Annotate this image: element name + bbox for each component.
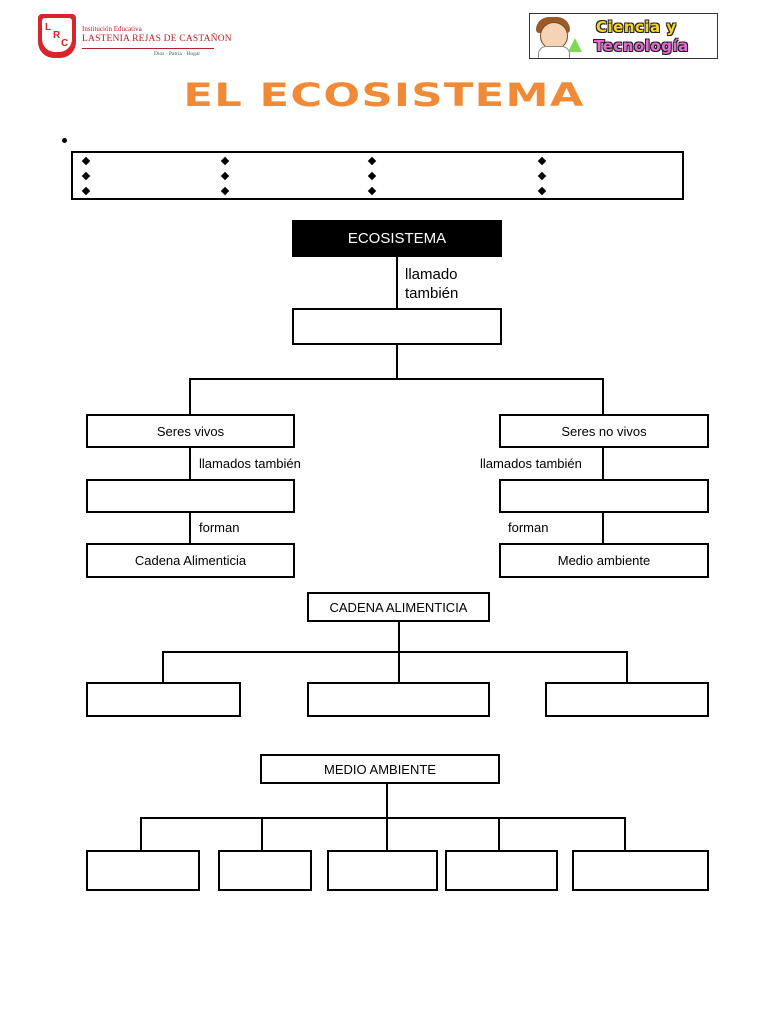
- course-banner: Ciencia y Tecnología: [529, 13, 718, 59]
- diamond-bullet-icon: [81, 156, 91, 166]
- root-connector-line1: llamado: [405, 266, 458, 283]
- connector-line: [162, 651, 164, 683]
- institution-divider: [82, 48, 214, 49]
- connector-line: [189, 448, 191, 480]
- connector-line: [261, 817, 263, 851]
- word-bank-box: [71, 151, 684, 200]
- blank-answer-box[interactable]: [572, 850, 709, 891]
- branch-line: [140, 817, 626, 819]
- blank-answer-box[interactable]: [499, 479, 709, 513]
- blank-answer-box[interactable]: [292, 308, 502, 345]
- root-connector-line2: también: [405, 285, 459, 302]
- connector-line: [602, 378, 604, 414]
- diamond-bullet-icon: [367, 186, 377, 196]
- school-crest-icon: L R C: [38, 14, 76, 58]
- left-connector-label-2: forman: [199, 520, 240, 535]
- connector-line: [498, 817, 500, 851]
- crest-letter-r: R: [53, 30, 61, 41]
- right-connector-label-2: forman: [508, 520, 549, 535]
- blank-answer-box[interactable]: [545, 682, 709, 717]
- diamond-bullet-icon: [537, 171, 547, 181]
- connector-line: [396, 345, 398, 379]
- diamond-bullet-icon: [81, 186, 91, 196]
- branch-line: [162, 651, 628, 653]
- institution-type: Institución Educativa: [82, 25, 142, 33]
- diamond-bullet-icon: [220, 156, 230, 166]
- connector-line: [396, 257, 398, 309]
- diamond-bullet-icon: [537, 186, 547, 196]
- course-title-line1: Ciencia y: [596, 18, 677, 36]
- flask-icon: [568, 38, 582, 52]
- crest-letter-c: C: [61, 38, 69, 49]
- connector-line: [189, 513, 191, 544]
- cadena-alimenticia-title-node: CADENA ALIMENTICIA: [307, 592, 490, 622]
- medio-ambiente-title-node: MEDIO AMBIENTE: [260, 754, 500, 784]
- blank-answer-box[interactable]: [327, 850, 438, 891]
- diamond-bullet-icon: [220, 186, 230, 196]
- bullet-dot-icon: [62, 138, 67, 143]
- connector-line: [189, 378, 191, 414]
- connector-line: [624, 817, 626, 851]
- right-connector-label-1: llamados también: [480, 456, 582, 471]
- institution-motto: Dios · Patria · Hogar: [154, 51, 201, 57]
- seres-vivos-node: Seres vivos: [86, 414, 295, 448]
- diamond-bullet-icon: [367, 171, 377, 181]
- blank-answer-box[interactable]: [86, 682, 241, 717]
- blank-answer-box[interactable]: [307, 682, 490, 717]
- diamond-bullet-icon: [81, 171, 91, 181]
- blank-answer-box[interactable]: [86, 479, 295, 513]
- connector-line: [626, 651, 628, 683]
- lab-coat: [538, 46, 570, 58]
- school-logo: L R C Institución Educativa LASTENIA REJ…: [38, 14, 232, 60]
- ecosistema-root-node: ECOSISTEMA: [292, 220, 502, 257]
- blank-answer-box[interactable]: [86, 850, 200, 891]
- diamond-bullet-icon: [367, 156, 377, 166]
- branch-line: [189, 378, 604, 380]
- crest-letter-l: L: [45, 22, 52, 33]
- connector-line: [602, 448, 604, 480]
- cadena-alimenticia-node: Cadena Alimenticia: [86, 543, 295, 578]
- seres-no-vivos-node: Seres no vivos: [499, 414, 709, 448]
- diamond-bullet-icon: [220, 171, 230, 181]
- root-connector-label: llamado también: [405, 265, 458, 303]
- page-title: EL ECOSISTEMA: [183, 76, 585, 114]
- diamond-bullet-icon: [537, 156, 547, 166]
- course-title-line2: Tecnología: [594, 37, 689, 55]
- blank-answer-box[interactable]: [218, 850, 312, 891]
- connector-line: [140, 817, 142, 851]
- left-connector-label-1: llamados también: [199, 456, 301, 471]
- connector-line: [602, 513, 604, 544]
- institution-name: LASTENIA REJAS DE CASTAÑON: [82, 34, 232, 44]
- blank-answer-box[interactable]: [445, 850, 558, 891]
- medio-ambiente-node: Medio ambiente: [499, 543, 709, 578]
